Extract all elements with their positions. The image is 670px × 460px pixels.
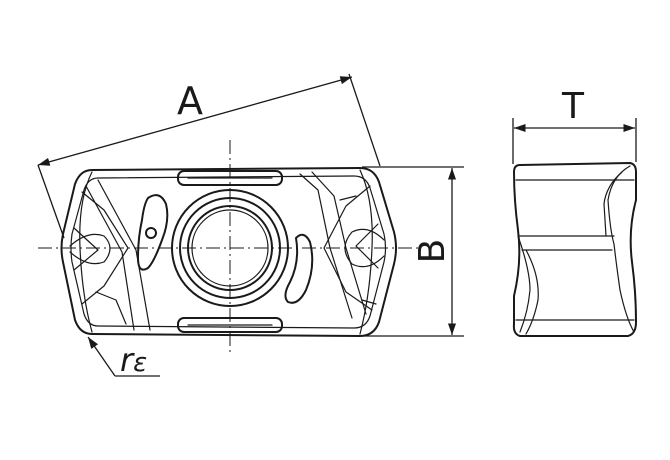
left-edge-facet (79, 171, 93, 333)
pocket-dot (145, 227, 157, 239)
dimension-b: B (362, 166, 464, 337)
corner-radius-symbol: r (120, 341, 135, 379)
bottom-slot (177, 317, 283, 333)
dimension-a: A (37, 73, 381, 239)
dim-a-extension-right (348, 73, 381, 167)
right-facet-lines (339, 195, 379, 305)
right-pocket (284, 233, 314, 304)
left-rake-detail (69, 233, 111, 265)
insert-top-view (38, 140, 420, 355)
left-pocket (137, 194, 169, 271)
dim-a-line (37, 76, 353, 166)
clamping-hole-inner (187, 205, 273, 291)
corner-radius-subscript: ε (133, 348, 147, 378)
insert-inner-edge (70, 175, 387, 329)
right-chipbreaker (299, 173, 353, 319)
side-view-left-facet-2 (525, 249, 539, 335)
insert-side-view (512, 162, 637, 337)
clamping-hole-outer (171, 189, 289, 307)
corner-radius-callout: rε (87, 336, 160, 379)
corner-radius-label: rε (120, 341, 147, 379)
clamping-hole-counterbore (179, 197, 281, 299)
dim-t-label: T (561, 86, 585, 127)
corner-radius-leader (87, 336, 116, 377)
side-view-outline (512, 162, 637, 337)
right-chipbreaker-2 (311, 171, 367, 315)
left-facet-lines (73, 227, 127, 325)
side-view-left-facet (517, 235, 531, 333)
side-view-right-facet (607, 165, 635, 333)
dim-a-extension-left (37, 164, 65, 239)
left-chipbreaker-2 (85, 185, 135, 331)
left-chipbreaker (97, 179, 151, 331)
side-view-right-facet-2 (603, 171, 623, 237)
top-slot (177, 170, 283, 186)
clamping-hole-bore (191, 209, 269, 287)
right-rake-face (323, 185, 373, 311)
right-rake-detail (344, 228, 385, 268)
dim-a-label: A (177, 79, 203, 123)
dimension-t: T (512, 86, 637, 164)
dim-b-label: B (412, 239, 453, 264)
